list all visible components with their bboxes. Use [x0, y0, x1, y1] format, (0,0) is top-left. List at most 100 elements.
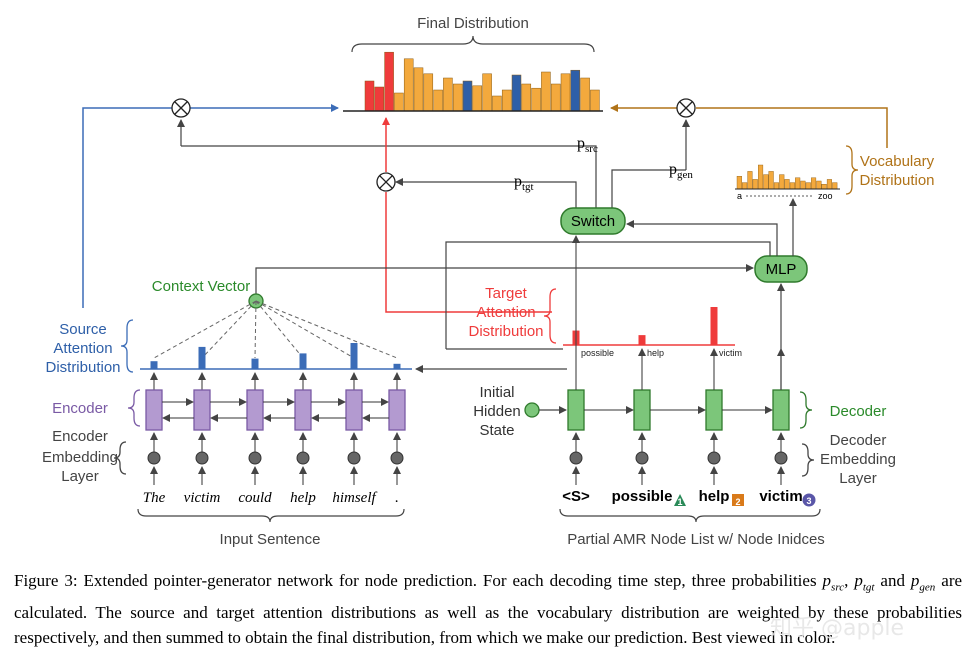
caption-and: and: [880, 571, 905, 590]
encoder-cell: [145, 389, 163, 431]
source-attention-bar: [251, 358, 259, 369]
mlp-to-switch-arrow: [626, 220, 778, 256]
attention-dashed-line: [201, 300, 257, 359]
target-attention-brace: [543, 288, 557, 344]
embedding-node: [569, 451, 583, 465]
final-distribution-bar: [394, 92, 404, 112]
final-distribution-label: Final Distribution: [417, 15, 529, 32]
source-multiply-icon: [171, 98, 191, 118]
decoder-state-to-mlp-line: [445, 241, 771, 349]
watermark: 知乎 @apple: [770, 616, 905, 641]
final-distribution-bars: [364, 51, 600, 112]
encoder-cell: [193, 389, 211, 431]
source-attention-bar: [299, 353, 307, 369]
context-attention-lines: [153, 300, 398, 359]
vocab-distribution-bar: [758, 164, 764, 190]
node-index-badge: [732, 494, 744, 506]
source-attention-bar: [150, 361, 158, 369]
encoder-cell: [246, 389, 264, 431]
final-distribution-bar: [462, 80, 473, 112]
final-distribution-bar: [521, 83, 532, 112]
embedding-node: [248, 451, 262, 465]
p-gen-label: pgen: [669, 161, 693, 181]
initial-hidden-state-node: [524, 402, 540, 418]
embedding-node: [296, 451, 310, 465]
vocab-multiply-icon: [676, 98, 696, 118]
decoder-embedding-line1: Decoder: [830, 432, 887, 449]
final-distribution-bar: [531, 87, 541, 112]
final-distribution-bar: [570, 69, 581, 112]
encoder-cell: [294, 389, 312, 431]
encoder-embedding-brace: [113, 441, 127, 475]
vocab-distribution-bar: [805, 182, 811, 190]
attention-dashed-line: [153, 300, 257, 359]
final-distribution-bar: [443, 77, 453, 112]
vocab-distribution-bar: [763, 174, 769, 190]
figure-label: Figure 3:: [14, 571, 78, 590]
p-src-line: [181, 145, 597, 208]
final-distribution-bar: [403, 58, 414, 112]
context-vector-label: Context Vector: [152, 278, 250, 295]
p-src-label: psrc: [577, 135, 598, 155]
target-attention-bars: [572, 307, 718, 345]
attention-dashed-line: [254, 300, 257, 359]
decoder-embedding-line2: Embedding: [820, 451, 896, 468]
target-attention-bar: [710, 307, 718, 345]
vocab-distribution-bar: [816, 180, 822, 190]
input-word: could: [238, 490, 272, 506]
embedding-node: [147, 451, 161, 465]
pointer-generator-diagram: Final Distribution psrc pgen ptgt a zoo …: [42, 15, 935, 548]
input-sentence-label: Input Sentence: [220, 531, 321, 548]
vocab-distribution-bar: [752, 179, 758, 190]
p-tgt-line: [395, 178, 577, 208]
encoder-embedding-line3: Layer: [61, 468, 99, 485]
input-sentence-brace: [137, 508, 405, 523]
vocab-path-line: [696, 107, 888, 148]
initial-hidden-line1: Initial: [479, 384, 514, 401]
vocab-distribution-bar: [832, 182, 838, 190]
vocab-label-line1: Vocabulary: [860, 153, 935, 170]
vocab-distribution-bar: [768, 171, 774, 190]
embedding-node: [707, 451, 721, 465]
amr-node: help: [699, 488, 730, 505]
vocab-distribution-bar: [747, 171, 753, 190]
input-word: himself: [332, 490, 377, 506]
encoder-cell: [388, 389, 406, 431]
final-distribution-brace: [351, 35, 595, 53]
final-distribution-bar: [501, 89, 512, 112]
target-attention-word: victim: [719, 348, 742, 358]
source-attention-bar: [198, 346, 206, 369]
attention-dashed-line: [255, 300, 304, 359]
target-attention-bar: [638, 335, 646, 345]
input-word: help: [290, 490, 316, 506]
caption-text-1: Extended pointer-generator network for n…: [83, 571, 817, 590]
input-word: .: [395, 490, 399, 506]
vocab-brace: [845, 145, 859, 195]
initial-hidden-line3: State: [479, 422, 514, 439]
encoder-embedding-line1: Encoder: [52, 428, 108, 445]
vocab-distribution-bar: [779, 174, 785, 190]
p-tgt-caption: ptgt: [854, 571, 875, 594]
target-attention-line2: Attention: [476, 304, 535, 321]
context-to-mlp-arrow: [255, 264, 754, 294]
decoder-label: Decoder: [830, 403, 887, 420]
node-index-badge: [802, 493, 816, 507]
partial-amr-label: Partial AMR Node List w/ Node Inidces: [567, 531, 825, 548]
input-word: victim: [184, 490, 221, 506]
decoder-cell: [633, 389, 651, 431]
caption-text-2: are calculated. The source and target at…: [14, 571, 963, 648]
final-distribution-bar: [560, 73, 571, 112]
embedding-node: [390, 451, 404, 465]
switch-label: Switch: [571, 213, 615, 230]
vocab-distribution-bar: [826, 179, 832, 190]
final-distribution-bar: [482, 73, 492, 112]
final-distribution-bar: [511, 74, 522, 112]
vocab-distribution-bar: [789, 182, 795, 190]
source-attention-line3: Distribution: [45, 359, 120, 376]
vocab-axis-start: a: [737, 191, 742, 201]
decoder-cell: [705, 389, 723, 431]
p-gen-line: [611, 169, 686, 208]
embedding-node: [774, 451, 788, 465]
